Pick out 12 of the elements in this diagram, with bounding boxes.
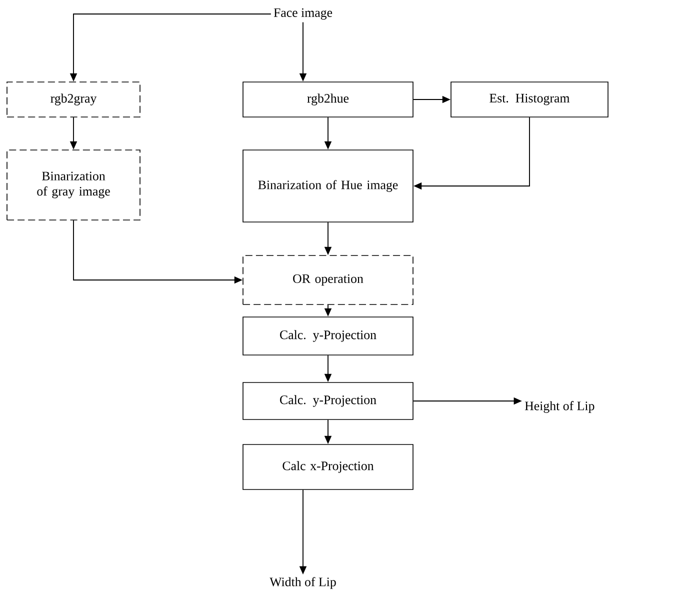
process-box: Est. Histogram (450, 82, 608, 118)
process-box: rgb2gray (6, 82, 140, 118)
label-text: Width of Lip (270, 577, 336, 589)
process-box: rgb2hue (242, 82, 414, 118)
process-box: Calc. y-Projection (242, 316, 414, 356)
process-box: Binarization of gray image (6, 150, 140, 220)
label-text: Height of Lip (524, 401, 594, 413)
process-box: Binarization of Hue image (242, 150, 414, 222)
label-text: Face image (274, 8, 332, 20)
process-box: OR operation (242, 255, 414, 305)
process-box: Calc. y-Projection (242, 382, 414, 420)
process-box: Calc x-Projection (242, 444, 414, 490)
